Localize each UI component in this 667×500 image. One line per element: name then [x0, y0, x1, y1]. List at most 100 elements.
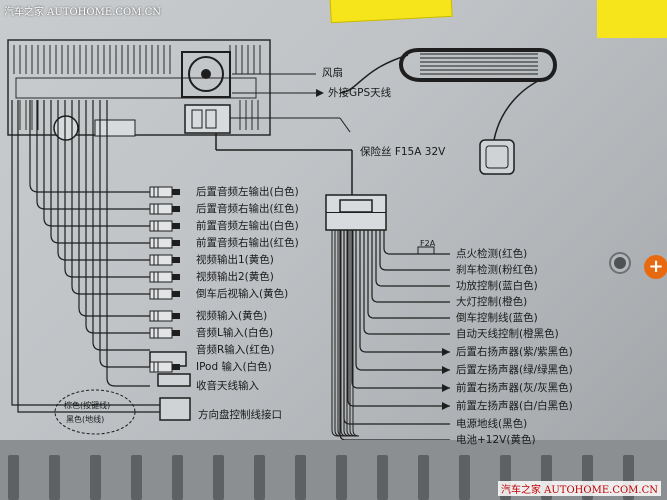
- right-wire-label: 电源地线(黑色): [456, 418, 528, 430]
- rca-plug-icon: [149, 327, 173, 339]
- right-wire-label: 刹车检测(粉红色): [456, 264, 538, 276]
- fan-label: 风扇: [322, 67, 343, 79]
- rca-plug-icon: [149, 220, 173, 232]
- wire: [339, 230, 450, 441]
- grille-slot: [336, 455, 347, 500]
- fan-box: [181, 51, 231, 98]
- left-input-label: 音频L输入(白色): [196, 327, 274, 339]
- grille-slot: [172, 455, 183, 500]
- grille-slot: [582, 455, 593, 500]
- right-wire-label: 点火检测(红色): [456, 248, 528, 260]
- grille-slot: [541, 455, 552, 500]
- right-wire-label: 后置右扬声器(紫/紫黑色): [456, 346, 573, 358]
- right-wire-label: 自动天线控制(橙黑色): [456, 328, 559, 340]
- rca-header: [94, 119, 136, 137]
- grille-slot: [131, 455, 142, 500]
- left-output-label: 后置音频左输出(白色): [196, 186, 299, 198]
- left-output-label: 前置音频左输出(白色): [196, 220, 299, 232]
- wire: [363, 230, 450, 335]
- plus-sign-icon: +: [644, 255, 667, 279]
- wire: [383, 230, 450, 255]
- left-output-label: 前置音频右输出(红色): [196, 237, 299, 249]
- wire: [64, 100, 150, 278]
- left-output-label: 视频输出1(黄色): [196, 254, 274, 266]
- left-input-label: 音频R输入(红色): [196, 344, 275, 356]
- right-wire-label: 后置左扬声器(绿/绿黑色): [456, 364, 573, 376]
- wire: [36, 100, 150, 210]
- arrow-icon: [442, 366, 450, 374]
- yellow-sticker-corner: [597, 0, 667, 38]
- arrow-icon: [442, 348, 450, 356]
- wire: [50, 100, 150, 244]
- wire: [371, 230, 450, 303]
- wire: [17, 100, 160, 413]
- grille-slot: [49, 455, 60, 500]
- arrow-icon: [442, 402, 450, 410]
- right-wire-label: 电池+12V(黄色): [456, 434, 536, 446]
- gps-antenna: [339, 48, 557, 175]
- fan-icon: [188, 56, 224, 92]
- left-output-label: 倒车后视输入(黄色): [196, 288, 289, 300]
- right-wire-label: 倒车控制线(蓝色): [456, 312, 538, 324]
- rca-plug-icon: [149, 361, 173, 373]
- right-wire-label: 大灯控制(橙色): [456, 296, 528, 308]
- grille-slot: [377, 455, 388, 500]
- rca-plug-icon: [149, 271, 173, 283]
- wire: [367, 230, 450, 319]
- arrow-icon: [442, 384, 450, 392]
- wire: [92, 100, 150, 351]
- steering-label: 方向盘控制线接口: [198, 409, 282, 421]
- grille-slot: [459, 455, 470, 500]
- heatsink-fins: [13, 45, 261, 130]
- left-input-label: 收音天线输入: [196, 380, 259, 392]
- head-unit-outline: [7, 39, 271, 136]
- radio-antenna-plug: [157, 373, 191, 387]
- rca-plug-icon: [149, 254, 173, 266]
- wire: [71, 100, 150, 295]
- steering-plug: [159, 397, 191, 421]
- rca-plug-icon: [149, 288, 173, 300]
- watermark-bottom: 汽车之家 AUTOHOME.COM.CN: [497, 481, 661, 496]
- wire: [99, 100, 150, 368]
- mounting-screw: [609, 252, 631, 274]
- grille-slot: [213, 455, 224, 500]
- grille-slot: [500, 455, 511, 500]
- grille-slot: [254, 455, 265, 500]
- left-output-label: 后置音频右输出(红色): [196, 203, 299, 215]
- rca-plug-icon: [149, 237, 173, 249]
- rca-plug-icon: [149, 310, 173, 322]
- rca-plug-icon: [149, 186, 173, 198]
- left-output-label: 视频输出2(黄色): [196, 271, 274, 283]
- wire: [359, 230, 450, 353]
- rca-plug-icon: [149, 203, 173, 215]
- grille-slot: [8, 455, 19, 500]
- wire: [11, 100, 160, 406]
- wire: [43, 100, 150, 227]
- wire: [379, 230, 450, 271]
- grille-slot: [623, 455, 634, 500]
- grille-slot: [418, 455, 429, 500]
- fuse-f2a-label: F2A: [420, 239, 436, 248]
- wire: [340, 230, 360, 437]
- wire: [375, 230, 450, 287]
- steering-note-black: 黑色(地线): [66, 415, 105, 424]
- watermark-top: 汽车之家 AUTOHOME.COM.CN: [4, 7, 162, 18]
- wire: [331, 230, 340, 437]
- grille-slot: [90, 455, 101, 500]
- steering-note-brown: 棕色(按键线): [64, 401, 111, 410]
- fuse-label: 保险丝 F15A 32V: [360, 146, 446, 158]
- right-wire-label: 前置右扬声器(灰/灰黑色): [456, 382, 573, 394]
- right-wire-label: 功放控制(蓝白色): [456, 280, 538, 292]
- gps-label: 外接GPS天线: [328, 87, 392, 99]
- grille-slot: [295, 455, 306, 500]
- wire: [57, 100, 150, 261]
- wire: [85, 100, 150, 334]
- wire: [29, 100, 150, 193]
- left-input-label: 视频输入(黄色): [196, 310, 268, 322]
- wire: [106, 100, 150, 387]
- wire: [78, 100, 150, 317]
- right-wire-label: 前置左扬声器(白/白黑色): [456, 400, 573, 412]
- wire: [355, 230, 450, 371]
